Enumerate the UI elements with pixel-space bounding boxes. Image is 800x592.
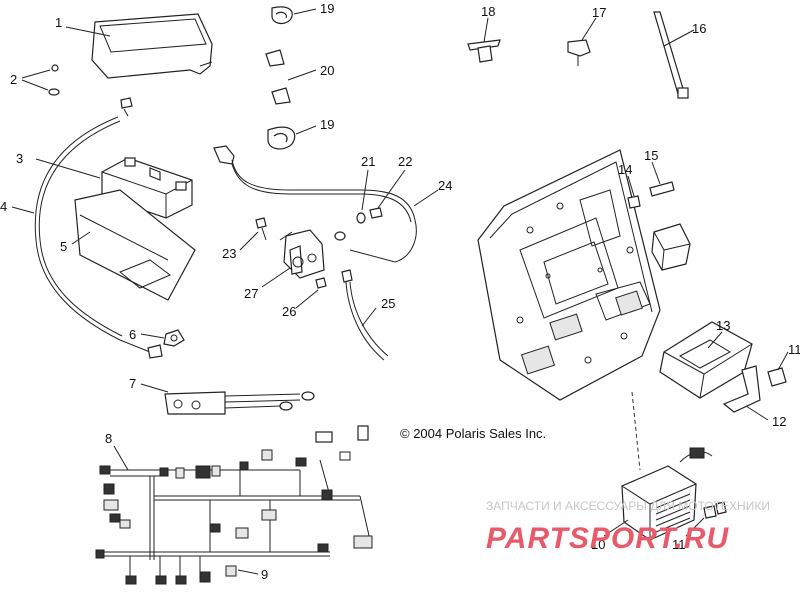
positive-cable-part (213, 145, 417, 263)
push-rivet-part (467, 39, 501, 63)
solenoid-nut-part (315, 277, 327, 289)
callout-19-top: 19 (320, 1, 334, 16)
bracket-bolt-part (767, 367, 787, 387)
callout-10: 10 (591, 537, 605, 552)
regulator-screw-part (703, 501, 727, 519)
relay-bolt-part (649, 181, 675, 197)
electrical-mounting-panel (477, 149, 661, 401)
callout-20: 20 (320, 63, 334, 78)
wiring-harness-part (95, 425, 373, 585)
nut-small-part (369, 207, 383, 219)
battery-box-part (74, 189, 196, 301)
callout-5: 5 (60, 239, 67, 254)
callout-23: 23 (222, 246, 236, 261)
callout-13: 13 (716, 318, 730, 333)
copyright-notice: © 2004 Polaris Sales Inc. (400, 426, 546, 441)
callout-3: 3 (16, 151, 23, 166)
module-bracket-part (722, 365, 761, 413)
callout-27: 27 (244, 286, 258, 301)
callout-26: 26 (282, 304, 296, 319)
callout-7: 7 (129, 376, 136, 391)
harness-clip-part (567, 39, 591, 66)
callout-18: 18 (481, 4, 495, 19)
callout-1: 1 (55, 15, 62, 30)
relay-part (651, 223, 691, 271)
callout-11-bottom: 11 (672, 537, 686, 552)
callout-11-right: 11 (788, 342, 800, 357)
grommet-upper-part (271, 6, 293, 25)
relay-nut-part (627, 195, 641, 209)
callout-25: 25 (381, 296, 395, 311)
callout-22: 22 (398, 154, 412, 169)
watermark-brand: PARTSPORT.RU (486, 522, 729, 555)
washer-part (356, 212, 366, 224)
cable-tie-part (653, 11, 689, 99)
bolt-part (255, 217, 267, 241)
callout-16: 16 (692, 21, 706, 36)
nut-part (163, 329, 185, 347)
callout-21: 21 (361, 154, 375, 169)
spacer-part (265, 49, 291, 105)
callout-9: 9 (261, 567, 268, 582)
cdi-module-part (659, 321, 753, 399)
callout-12: 12 (772, 414, 786, 429)
callout-17: 17 (592, 5, 606, 20)
callout-6: 6 (129, 327, 136, 342)
starter-solenoid-part (279, 229, 325, 279)
ground-cable-part (34, 116, 163, 359)
callout-15: 15 (644, 148, 658, 163)
grommet-lower-part (267, 126, 296, 150)
battery-cover-part (91, 13, 213, 79)
callout-2: 2 (10, 72, 17, 87)
callout-24: 24 (438, 178, 452, 193)
callout-4: 4 (0, 199, 7, 214)
screw-part (48, 64, 60, 96)
callout-14: 14 (618, 162, 632, 177)
terminal-strap-part (164, 391, 315, 415)
callout-19-lower: 19 (320, 117, 334, 132)
solenoid-cable-part (341, 269, 389, 361)
voltage-regulator-part (621, 447, 713, 541)
watermark-tagline: ЗАПЧАСТИ И АКСЕССУАРЫ ДЛЯ МОТОТЕХНИКИ (486, 499, 770, 513)
callout-8: 8 (105, 431, 112, 446)
